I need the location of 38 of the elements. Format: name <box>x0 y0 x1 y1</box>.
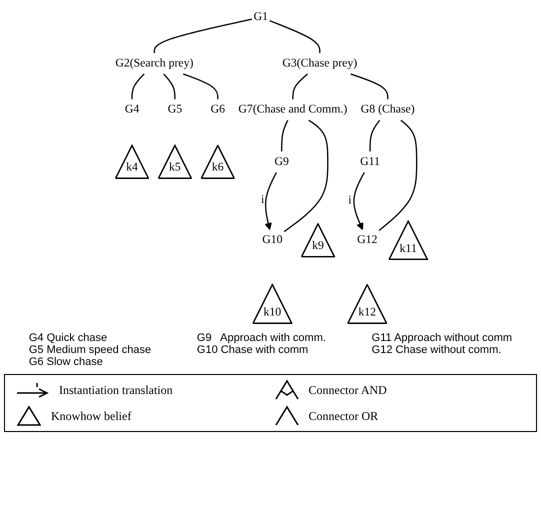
node-text: G10 <box>262 234 282 247</box>
node-text: G7(Chase and Comm.) <box>238 103 348 116</box>
node-text: G8 (Chase) <box>360 103 415 116</box>
legend-text: Connector AND <box>308 382 387 398</box>
node-text: G6 <box>210 103 225 116</box>
node-text: G12 <box>357 234 378 247</box>
edge-label: i <box>260 194 264 206</box>
connector <box>131 74 145 100</box>
legend-text: Connector OR <box>308 408 378 424</box>
node-text: G3(Chase prey) <box>282 57 358 70</box>
node-text: G4 <box>124 103 140 116</box>
node-text: G9 <box>274 156 289 168</box>
connector <box>284 120 328 232</box>
connector <box>163 74 176 100</box>
legend-text: Instantiation translation <box>59 382 173 398</box>
connector <box>182 73 218 100</box>
goal-note: G11 Approach without comm <box>372 332 512 344</box>
goal-note: G12 Chase without comm. <box>372 344 502 356</box>
connector <box>269 20 320 53</box>
arrow <box>353 172 365 230</box>
connector <box>292 74 308 100</box>
connector <box>350 73 388 100</box>
arrow <box>264 172 277 230</box>
node-text: G2(Search prey) <box>115 57 194 70</box>
goal-note: G6 Slow chase <box>28 356 104 368</box>
node-text: G5 <box>168 103 182 116</box>
connector <box>281 120 288 152</box>
goal-note: G10 Chase with comm <box>196 344 310 356</box>
connector <box>378 120 418 232</box>
legend-text: Knowhow belief <box>51 408 132 424</box>
node-text: G1 <box>254 10 268 24</box>
goal-note: G4 Quick chase <box>28 332 108 344</box>
connector <box>369 120 380 152</box>
goal-note: G5 Medium speed chase <box>28 344 152 356</box>
node-text: G11 <box>360 156 380 168</box>
edge-label: i <box>348 194 352 207</box>
goal-note: G9 Approach with comm. <box>196 332 326 344</box>
connector <box>154 18 252 53</box>
